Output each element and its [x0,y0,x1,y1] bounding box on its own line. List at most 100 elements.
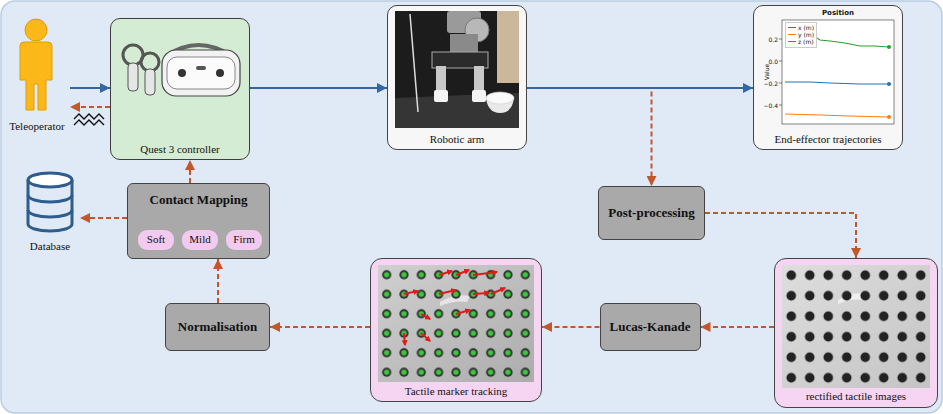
cable [410,14,418,112]
database-side [27,180,30,224]
arm-wrist [450,34,478,52]
series-end [887,82,891,86]
gripper-base [432,52,488,68]
headset-camera [216,69,224,77]
marker-grid [782,265,930,388]
person-head [25,19,47,41]
headset-sensor [196,66,206,70]
displacement-arrows [404,270,505,345]
process-box: Normalisation [165,303,270,351]
box-label: End-effector trajectories [775,133,882,146]
gripper-finger [436,66,446,94]
level-pill: Mild [182,230,218,250]
displacement-arrow [404,333,405,345]
tick-mark [779,83,782,84]
tick-label: −0.2 [763,80,778,87]
displacement-arrow [404,291,418,294]
plot-frame [782,20,894,124]
displacement-arrow [439,271,452,275]
legend-entry: x (m) [788,24,814,31]
headset-strap [166,45,232,56]
process-box: Lucas-Kanade [600,303,701,351]
feedback-arrow [542,326,600,328]
headset-body [162,50,240,96]
tick-mark [779,39,782,40]
controller-ring [141,53,159,71]
legend-line-sample [788,41,796,42]
photo-background [395,11,519,128]
tactile-sensor [434,90,448,102]
series-end [887,115,891,119]
chart-title: Position [822,9,854,17]
feedback-arrow [701,326,775,328]
box-title: Post-processing [608,205,694,221]
legend-entry: y (m) [788,31,814,38]
contact-crease [838,293,866,304]
feedback-arrow [217,259,219,303]
process-box: Post-processing [598,186,705,240]
box-label: rectified tactile images [806,390,906,403]
feedback-arrow [705,213,856,258]
box-title: Lucas-Kanade [610,319,691,335]
database-side [71,180,74,224]
x-series [785,82,889,84]
feedback-arrow [270,326,370,328]
series-end [887,45,891,49]
level-pill: Firm [226,230,262,250]
displacement-arrow [473,293,489,294]
feedback-arrow [189,160,191,183]
icon-node: Teleoperator [4,18,70,136]
legend-entry: z (m) [788,38,814,45]
control-arrow [70,87,110,89]
box-label: Mild [189,233,210,246]
headset-visor [167,57,235,89]
contact-crease [440,295,470,306]
displacement-arrow [491,288,505,294]
image-box: End-effector trajectories [753,5,903,150]
tick-label: 0.0 [768,58,778,65]
z-series [785,33,889,47]
database-bottom [28,224,72,231]
image-box: Robotic arm [387,5,527,150]
process-box: Contact MappingSoft Mild Firm [127,183,270,259]
headset-camera [178,69,186,77]
database-top [28,173,72,187]
arm-link [447,11,481,33]
person-body [20,42,52,110]
icon-node: Database [20,170,80,256]
marker-grid [378,265,534,382]
box-label: Quest 3 controller [140,143,219,156]
box-title: Contact Mapping [150,192,248,208]
legend-text: y (m) [798,31,814,38]
chart-legend: x (m)y (m)z (m) [785,22,817,48]
image-box: rectified tactile images [774,258,938,408]
wood-panel [497,11,519,83]
y-series [785,114,889,117]
database-ring [28,210,72,217]
tick-mark [779,61,782,62]
displacement-arrow [473,272,497,275]
axis-title: Value [763,64,770,80]
box-label: Firm [233,233,254,246]
box-label: Teleoperator [9,120,64,133]
legend-line-sample [788,34,796,35]
tick-label: −0.4 [763,102,778,109]
legend-text: z (m) [798,38,814,45]
arm-joint [465,18,489,42]
box-label: Tactile marker tracking [405,385,507,398]
tactile-sensor [472,90,486,102]
table-surface [395,93,519,128]
box-title: Normalisation [178,319,257,335]
tick-label: 0.2 [768,36,778,43]
box-label: Soft [147,233,165,246]
legend-text: x (m) [798,24,814,31]
bowl [486,98,514,113]
displacement-arrow [439,290,456,294]
displacement-arrow [456,310,470,314]
controller-ring [123,45,143,65]
control-arrow [250,87,387,89]
box-label: Database [30,240,70,253]
tactile-image [782,265,930,388]
